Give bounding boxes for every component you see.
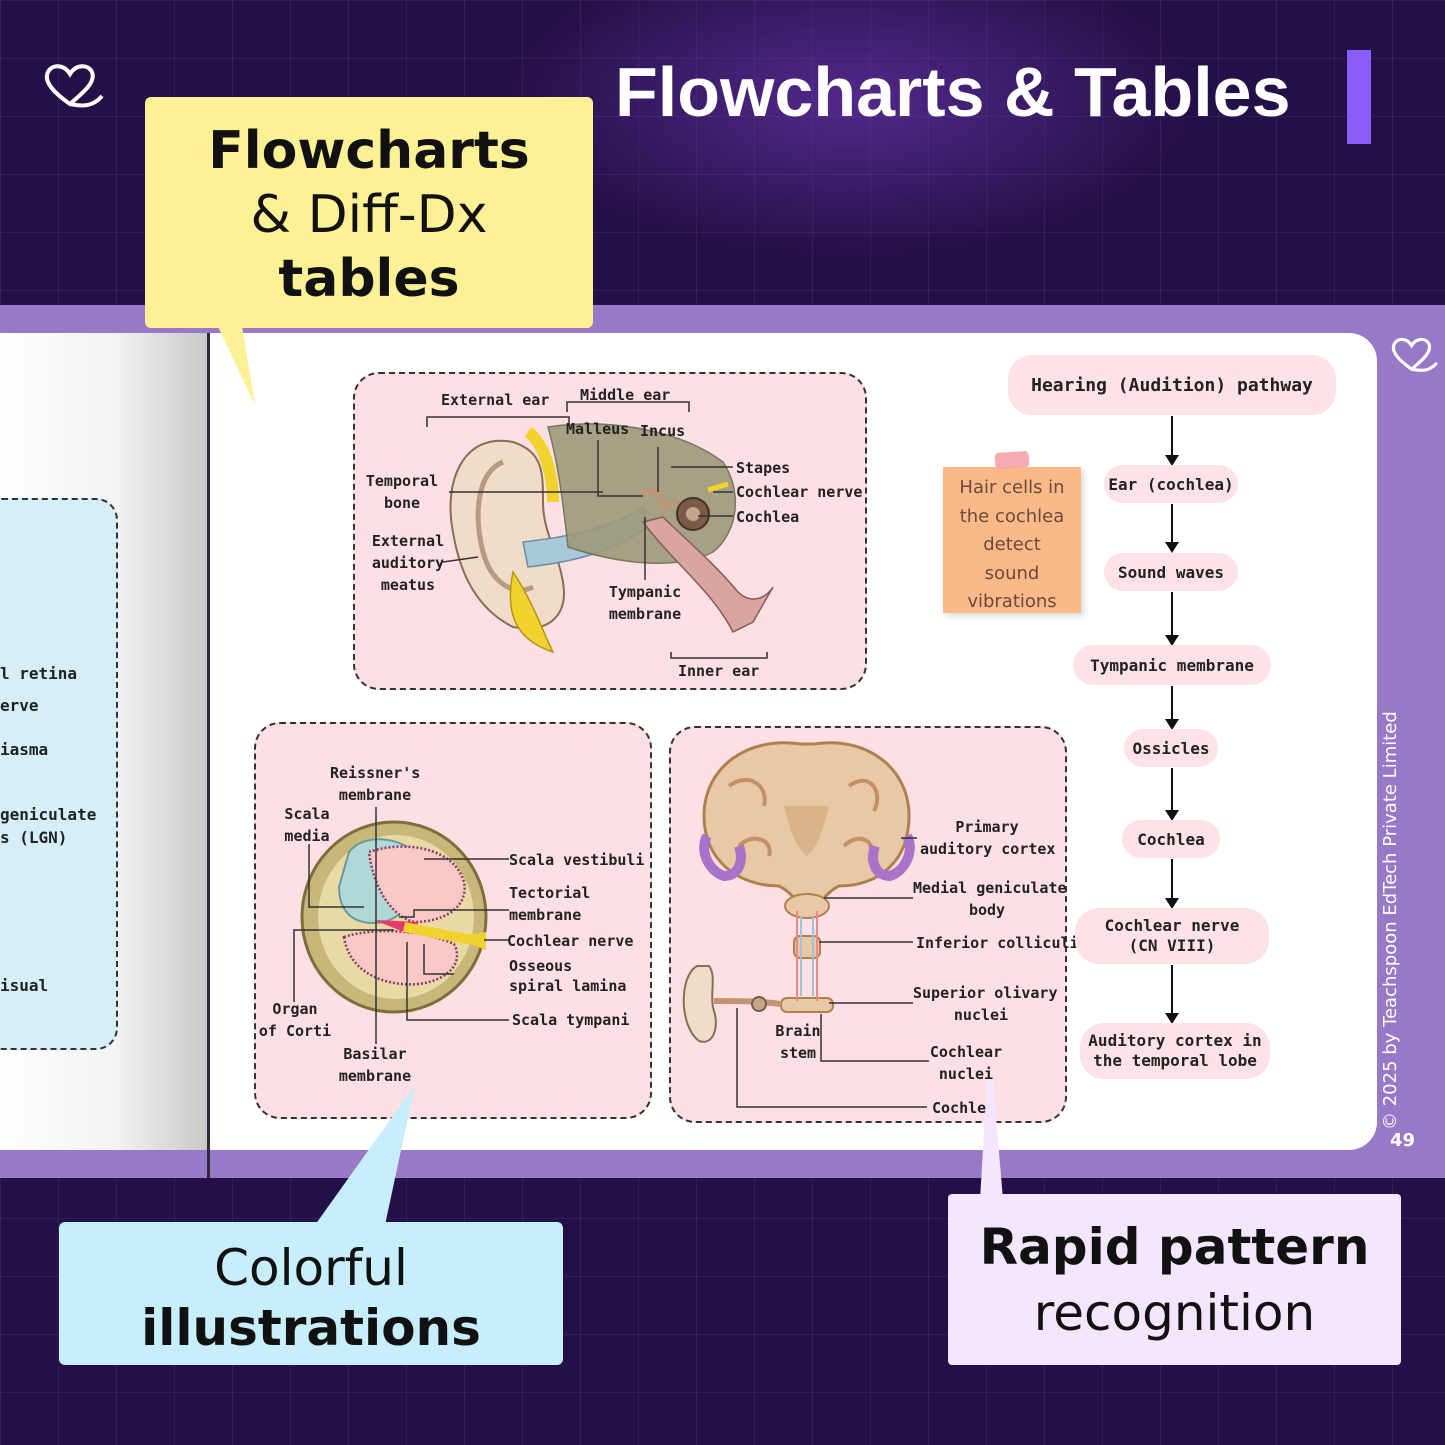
sticky-tape xyxy=(994,450,1030,470)
flow-step-cochlear-nerve: Cochlear nerve(CN VIII) xyxy=(1075,908,1269,964)
callout-line: tables xyxy=(278,249,460,309)
callout-illustrations: Colorful illustrations xyxy=(59,1222,563,1365)
label-external-ear: External ear xyxy=(441,391,550,409)
label-cochlear-nerve-2: Cochlear nerve xyxy=(507,932,634,950)
flowchart-title: Hearing (Audition) pathway xyxy=(1008,355,1336,415)
label-inferior-colliculi: Inferior colliculi xyxy=(916,934,1079,952)
page-number: 49 xyxy=(1390,1130,1416,1151)
flow-arrow xyxy=(1165,592,1179,646)
label-incus: Incus xyxy=(640,422,686,440)
left-item: iasma xyxy=(0,740,49,759)
callout-line: Rapid pattern xyxy=(979,1218,1370,1276)
heart-swirl-icon xyxy=(44,64,104,108)
callout-pointer-yellow xyxy=(215,320,255,405)
callout-flowcharts: Flowcharts & Diff-Dx tables xyxy=(145,97,593,328)
book-spine xyxy=(207,333,210,1178)
title-accent-bar xyxy=(1347,50,1371,144)
flow-arrow xyxy=(1165,686,1179,730)
flow-arrow xyxy=(1165,416,1179,466)
left-item: geniculate xyxy=(0,805,97,824)
left-item: s (LGN) xyxy=(0,828,68,847)
callout-line: Flowcharts xyxy=(208,121,530,181)
flow-step-sound-waves: Sound waves xyxy=(1104,553,1238,591)
callout-pointer-blue xyxy=(315,1085,415,1225)
callout-line: recognition xyxy=(1033,1284,1316,1342)
label-cochlea: Cochlea xyxy=(736,508,800,526)
label-stapes: Stapes xyxy=(736,459,791,477)
brain-illustration xyxy=(682,741,929,1108)
flow-arrow xyxy=(1165,859,1179,909)
label-cochlear-nerve: Cochlear nerve xyxy=(736,483,863,501)
cochlea-illustration xyxy=(293,807,509,1044)
label-scala-vestibuli: Scala vestibuli xyxy=(509,851,645,869)
flow-step-ear: Ear (cochlea) xyxy=(1104,465,1238,503)
left-item: l retina xyxy=(0,664,78,683)
ear-illustration xyxy=(426,401,774,659)
header-glow xyxy=(500,0,1200,260)
sticky-note: Hair cells in the cochlea detect sound v… xyxy=(943,467,1081,613)
flow-step-ossicles: Ossicles xyxy=(1124,729,1218,767)
callout-line: illustrations xyxy=(141,1299,481,1357)
flow-arrow xyxy=(1165,768,1179,821)
label-middle-ear: Middle ear xyxy=(580,386,671,404)
callout-line: & Diff-Dx xyxy=(250,185,488,245)
page-title: Flowcharts & Tables xyxy=(615,53,1291,131)
callout-line: Colorful xyxy=(214,1239,408,1297)
left-item: erve xyxy=(0,696,39,715)
copyright-text: © 2025 by Teachspoon EdTech Private Limi… xyxy=(1380,711,1401,1130)
left-page-card xyxy=(0,498,118,1050)
label-scala-tympani: Scala tympani xyxy=(512,1011,630,1029)
flow-step-cochlea: Cochlea xyxy=(1122,820,1220,858)
label-inner-ear: Inner ear xyxy=(678,662,760,680)
flow-arrow xyxy=(1165,504,1179,553)
flow-arrow xyxy=(1165,965,1179,1024)
label-cochle: Cochle xyxy=(932,1099,987,1117)
label-malleus: Malleus xyxy=(566,420,630,438)
left-item: isual xyxy=(0,976,49,995)
heart-swirl-icon xyxy=(1391,337,1439,372)
callout-pattern: Rapid pattern recognition xyxy=(948,1194,1401,1365)
callout-pointer-lavender xyxy=(980,1080,1003,1200)
flow-step-tympanic: Tympanic membrane xyxy=(1073,645,1271,685)
